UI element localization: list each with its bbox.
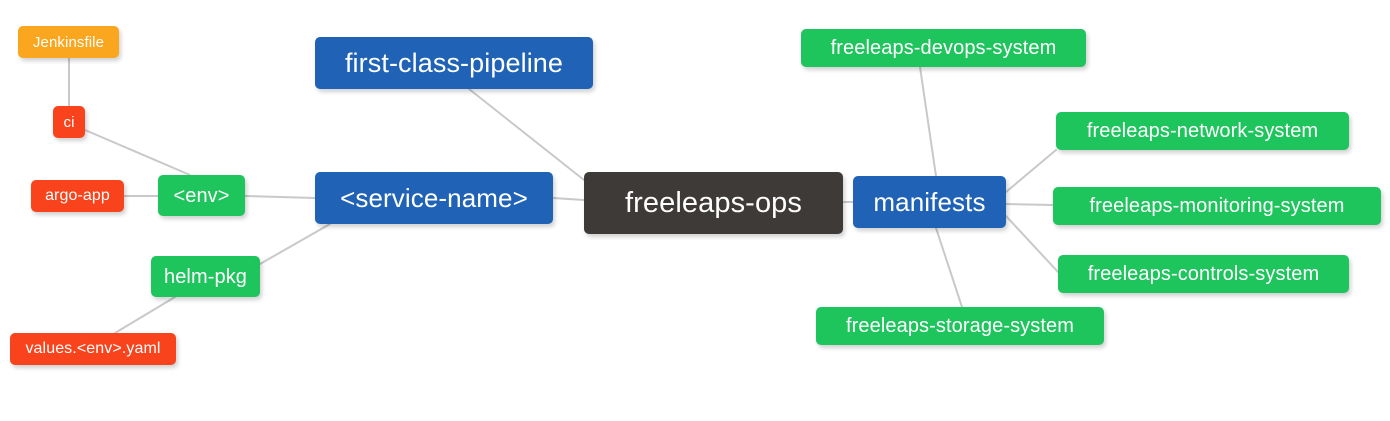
node-label: values.<env>.yaml bbox=[25, 340, 161, 357]
edge-service-name-to-helm-pkg bbox=[259, 223, 331, 265]
node-label: Jenkinsfile bbox=[32, 33, 105, 51]
node-label: freeleaps-network-system bbox=[1086, 120, 1319, 142]
node-label: helm-pkg bbox=[163, 265, 248, 288]
node-label: first-class-pipeline bbox=[344, 47, 564, 78]
node-label: freeleaps-devops-system bbox=[830, 37, 1057, 59]
node-label: <env> bbox=[173, 184, 230, 207]
edge-root-to-first-class-pipeline bbox=[468, 88, 585, 181]
mindmap-node-helm-pkg[interactable]: helm-pkg bbox=[151, 256, 260, 297]
node-label: ci bbox=[63, 113, 75, 131]
node-label: <service-name> bbox=[340, 183, 528, 213]
node-label: freeleaps-ops bbox=[624, 186, 802, 219]
mindmap-node-freeleaps-controls-system[interactable]: freeleaps-controls-system bbox=[1058, 255, 1349, 293]
node-label: freeleaps-storage-system bbox=[845, 315, 1075, 337]
mindmap-node-freeleaps-storage-system[interactable]: freeleaps-storage-system bbox=[816, 307, 1104, 345]
mindmap-node-freeleaps-network-system[interactable]: freeleaps-network-system bbox=[1056, 112, 1349, 150]
mindmap-node-argo-app[interactable]: argo-app bbox=[31, 180, 124, 212]
mindmap-node-root[interactable]: freeleaps-ops bbox=[584, 172, 843, 234]
node-label: manifests bbox=[873, 187, 986, 217]
mindmap-node-freeleaps-monitoring-system[interactable]: freeleaps-monitoring-system bbox=[1053, 187, 1381, 225]
edge-env-to-ci bbox=[84, 129, 191, 176]
mindmap-node-freeleaps-devops-system[interactable]: freeleaps-devops-system bbox=[801, 29, 1086, 67]
mindmap-node-manifests[interactable]: manifests bbox=[853, 176, 1006, 228]
mindmap-node-service-name[interactable]: <service-name> bbox=[315, 172, 553, 224]
mindmap-node-jenkinsfile[interactable]: Jenkinsfile bbox=[18, 26, 119, 58]
edge-service-name-to-env bbox=[244, 195, 316, 199]
node-label: freeleaps-monitoring-system bbox=[1089, 195, 1345, 217]
edge-manifests-to-freeleaps-devops-system bbox=[919, 66, 937, 177]
edge-manifests-to-freeleaps-monitoring-system bbox=[1005, 203, 1054, 206]
node-label: argo-app bbox=[45, 187, 110, 204]
edge-root-to-service-name bbox=[552, 197, 585, 201]
edge-manifests-to-freeleaps-controls-system bbox=[1005, 215, 1059, 273]
edge-manifests-to-freeleaps-storage-system bbox=[935, 227, 963, 308]
edge-helm-pkg-to-values-env-yaml bbox=[114, 296, 176, 334]
mindmap-node-ci[interactable]: ci bbox=[53, 106, 85, 138]
mindmap-node-env[interactable]: <env> bbox=[158, 175, 245, 216]
node-label: freeleaps-controls-system bbox=[1087, 263, 1320, 285]
mindmap-node-first-class-pipeline[interactable]: first-class-pipeline bbox=[315, 37, 593, 89]
mindmap-node-values-env-yaml[interactable]: values.<env>.yaml bbox=[10, 333, 176, 365]
edge-manifests-to-freeleaps-network-system bbox=[1005, 149, 1057, 193]
